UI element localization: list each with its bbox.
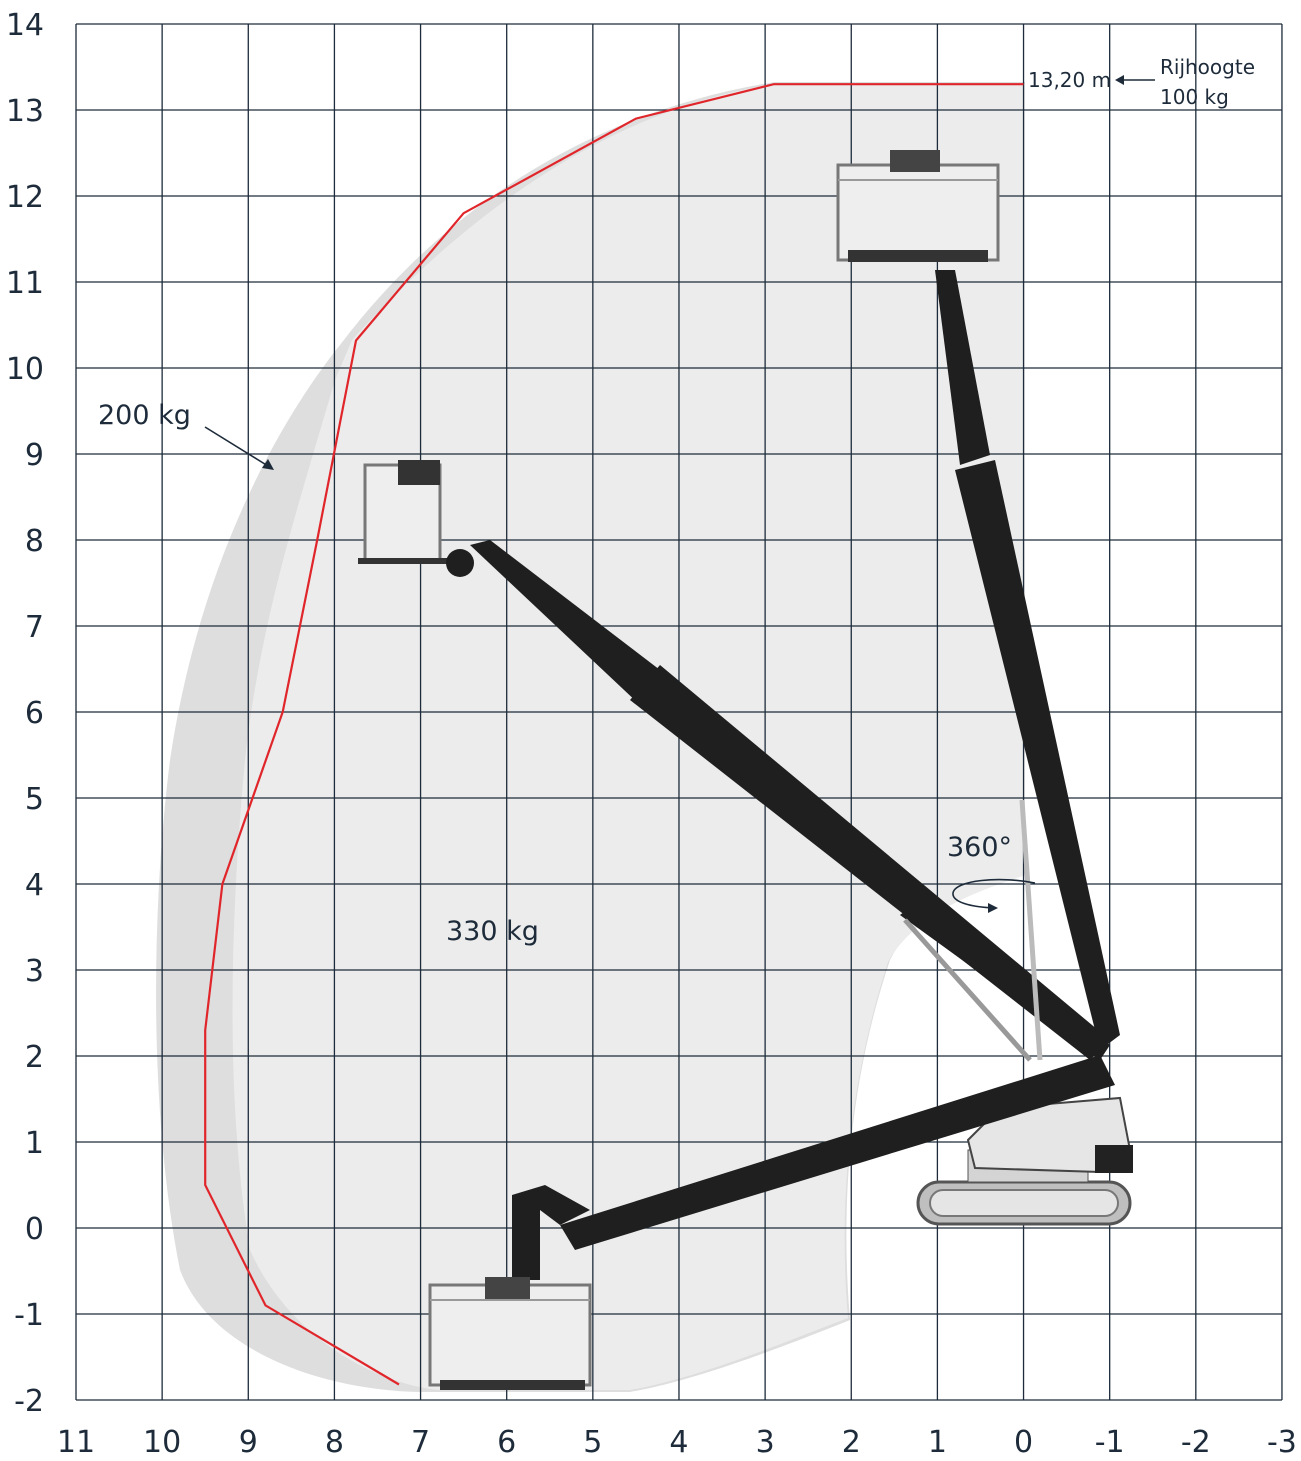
y-tick-label: 3: [25, 954, 44, 989]
y-tick-label: 11: [6, 266, 44, 301]
x-tick-label: -1: [1095, 1425, 1125, 1460]
pointer-200kg: [204, 426, 269, 467]
lower-boom: [560, 1055, 1115, 1250]
y-tick-label: 12: [6, 180, 44, 215]
y-tick-label: -1: [14, 1298, 44, 1333]
lower-jib: [512, 1185, 590, 1280]
label-drive-height-load: 100 kg: [1160, 85, 1229, 109]
platform-mid: [358, 460, 474, 577]
platform-bottom: [428, 1277, 592, 1390]
y-tick-label: 6: [25, 696, 44, 731]
zone-330kg: [232, 84, 1025, 1390]
label-rotation: 360°: [947, 832, 1012, 863]
x-tick-label: 0: [1014, 1425, 1033, 1460]
y-tick-label: 4: [25, 868, 44, 903]
load-zones: [156, 82, 1026, 1392]
x-tick-label: -3: [1267, 1425, 1297, 1460]
envelope-line: [204, 83, 1024, 1386]
x-tick-label: 1: [928, 1425, 947, 1460]
x-tick-label: 9: [239, 1425, 258, 1460]
rotation-arrow: [952, 878, 1036, 909]
y-tick-label: 7: [25, 610, 44, 645]
label-max-height: 13,20 m: [1028, 68, 1111, 92]
upper-boom-top: [935, 270, 990, 465]
label-load-200kg: 200 kg: [98, 400, 191, 431]
x-tick-label: 11: [57, 1425, 95, 1460]
y-tick-label: 5: [25, 782, 44, 817]
platform-top: [836, 150, 1000, 262]
y-tick-label: 13: [6, 94, 44, 129]
y-tick-label: 2: [25, 1040, 44, 1075]
y-tick-label: 1: [25, 1126, 44, 1161]
x-tick-label: 7: [411, 1425, 430, 1460]
label-load-330kg: 330 kg: [446, 916, 539, 947]
x-tick-label: 4: [669, 1425, 688, 1460]
riser-arm: [900, 900, 1110, 1060]
x-tick-label: 6: [497, 1425, 516, 1460]
x-tick-label: -2: [1181, 1425, 1211, 1460]
y-tick-label: 8: [25, 524, 44, 559]
x-tick-label: 5: [583, 1425, 602, 1460]
x-tick-label: 8: [325, 1425, 344, 1460]
x-tick-label: 10: [143, 1425, 181, 1460]
label-drive-height: Rijhoogte: [1160, 55, 1255, 79]
y-tick-label: 10: [6, 352, 44, 387]
middle-jib: [470, 540, 660, 705]
y-tick-label: 0: [25, 1212, 44, 1247]
x-tick-label: 2: [842, 1425, 861, 1460]
y-tick-label: 9: [25, 438, 44, 473]
y-tick-label: 14: [6, 8, 44, 43]
x-tick-label: 3: [756, 1425, 775, 1460]
y-tick-label: -2: [14, 1384, 44, 1419]
lift-machine: [358, 150, 1133, 1390]
upper-boom-lower: [955, 460, 1120, 1050]
